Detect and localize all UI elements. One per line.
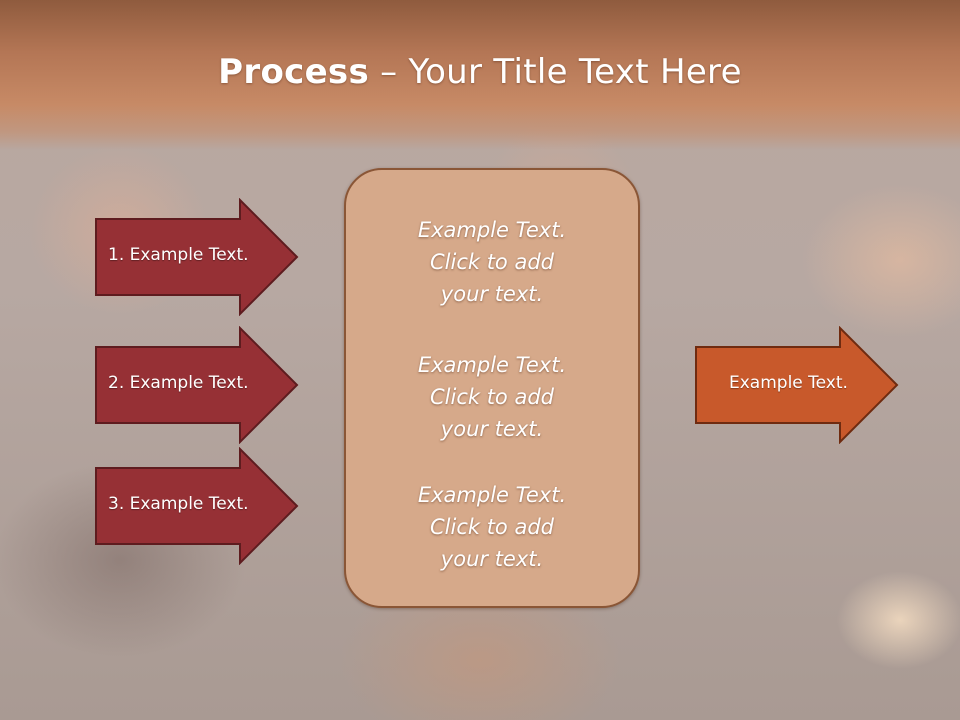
step-arrow-1[interactable]: 1. Example Text.	[94, 198, 300, 316]
step-arrow-shape	[95, 447, 299, 565]
step-label-3: 3. Example Text.	[108, 494, 249, 514]
center-line: Example Text.	[417, 483, 567, 507]
step-arrow-2[interactable]: 2. Example Text.	[94, 326, 300, 444]
step-arrow-shape	[95, 198, 299, 316]
result-arrow[interactable]: Example Text.	[694, 326, 900, 444]
center-line: Click to add	[429, 250, 554, 274]
center-block-1: Example Text. Click to add your text.	[346, 214, 638, 310]
result-arrow-shape	[695, 326, 899, 444]
step-label-1: 1. Example Text.	[108, 245, 249, 265]
title-bold: Process	[218, 52, 370, 92]
title-band	[0, 0, 960, 150]
center-line: Example Text.	[417, 218, 567, 242]
title-rest: – Your Title Text Here	[369, 52, 742, 92]
center-text-box[interactable]: Example Text. Click to add your text. Ex…	[344, 168, 640, 608]
step-arrow-shape	[95, 326, 299, 444]
center-line: Example Text.	[417, 353, 567, 377]
slide-title[interactable]: Process – Your Title Text Here	[0, 52, 960, 92]
center-block-2: Example Text. Click to add your text.	[346, 349, 638, 445]
center-line: Click to add	[429, 385, 554, 409]
center-block-3: Example Text. Click to add your text.	[346, 479, 638, 575]
center-line: your text.	[440, 547, 544, 571]
result-label: Example Text.	[729, 373, 848, 393]
center-line: Click to add	[429, 515, 554, 539]
step-arrow-3[interactable]: 3. Example Text.	[94, 447, 300, 565]
center-line: your text.	[440, 282, 544, 306]
step-label-2: 2. Example Text.	[108, 373, 249, 393]
center-line: your text.	[440, 417, 544, 441]
